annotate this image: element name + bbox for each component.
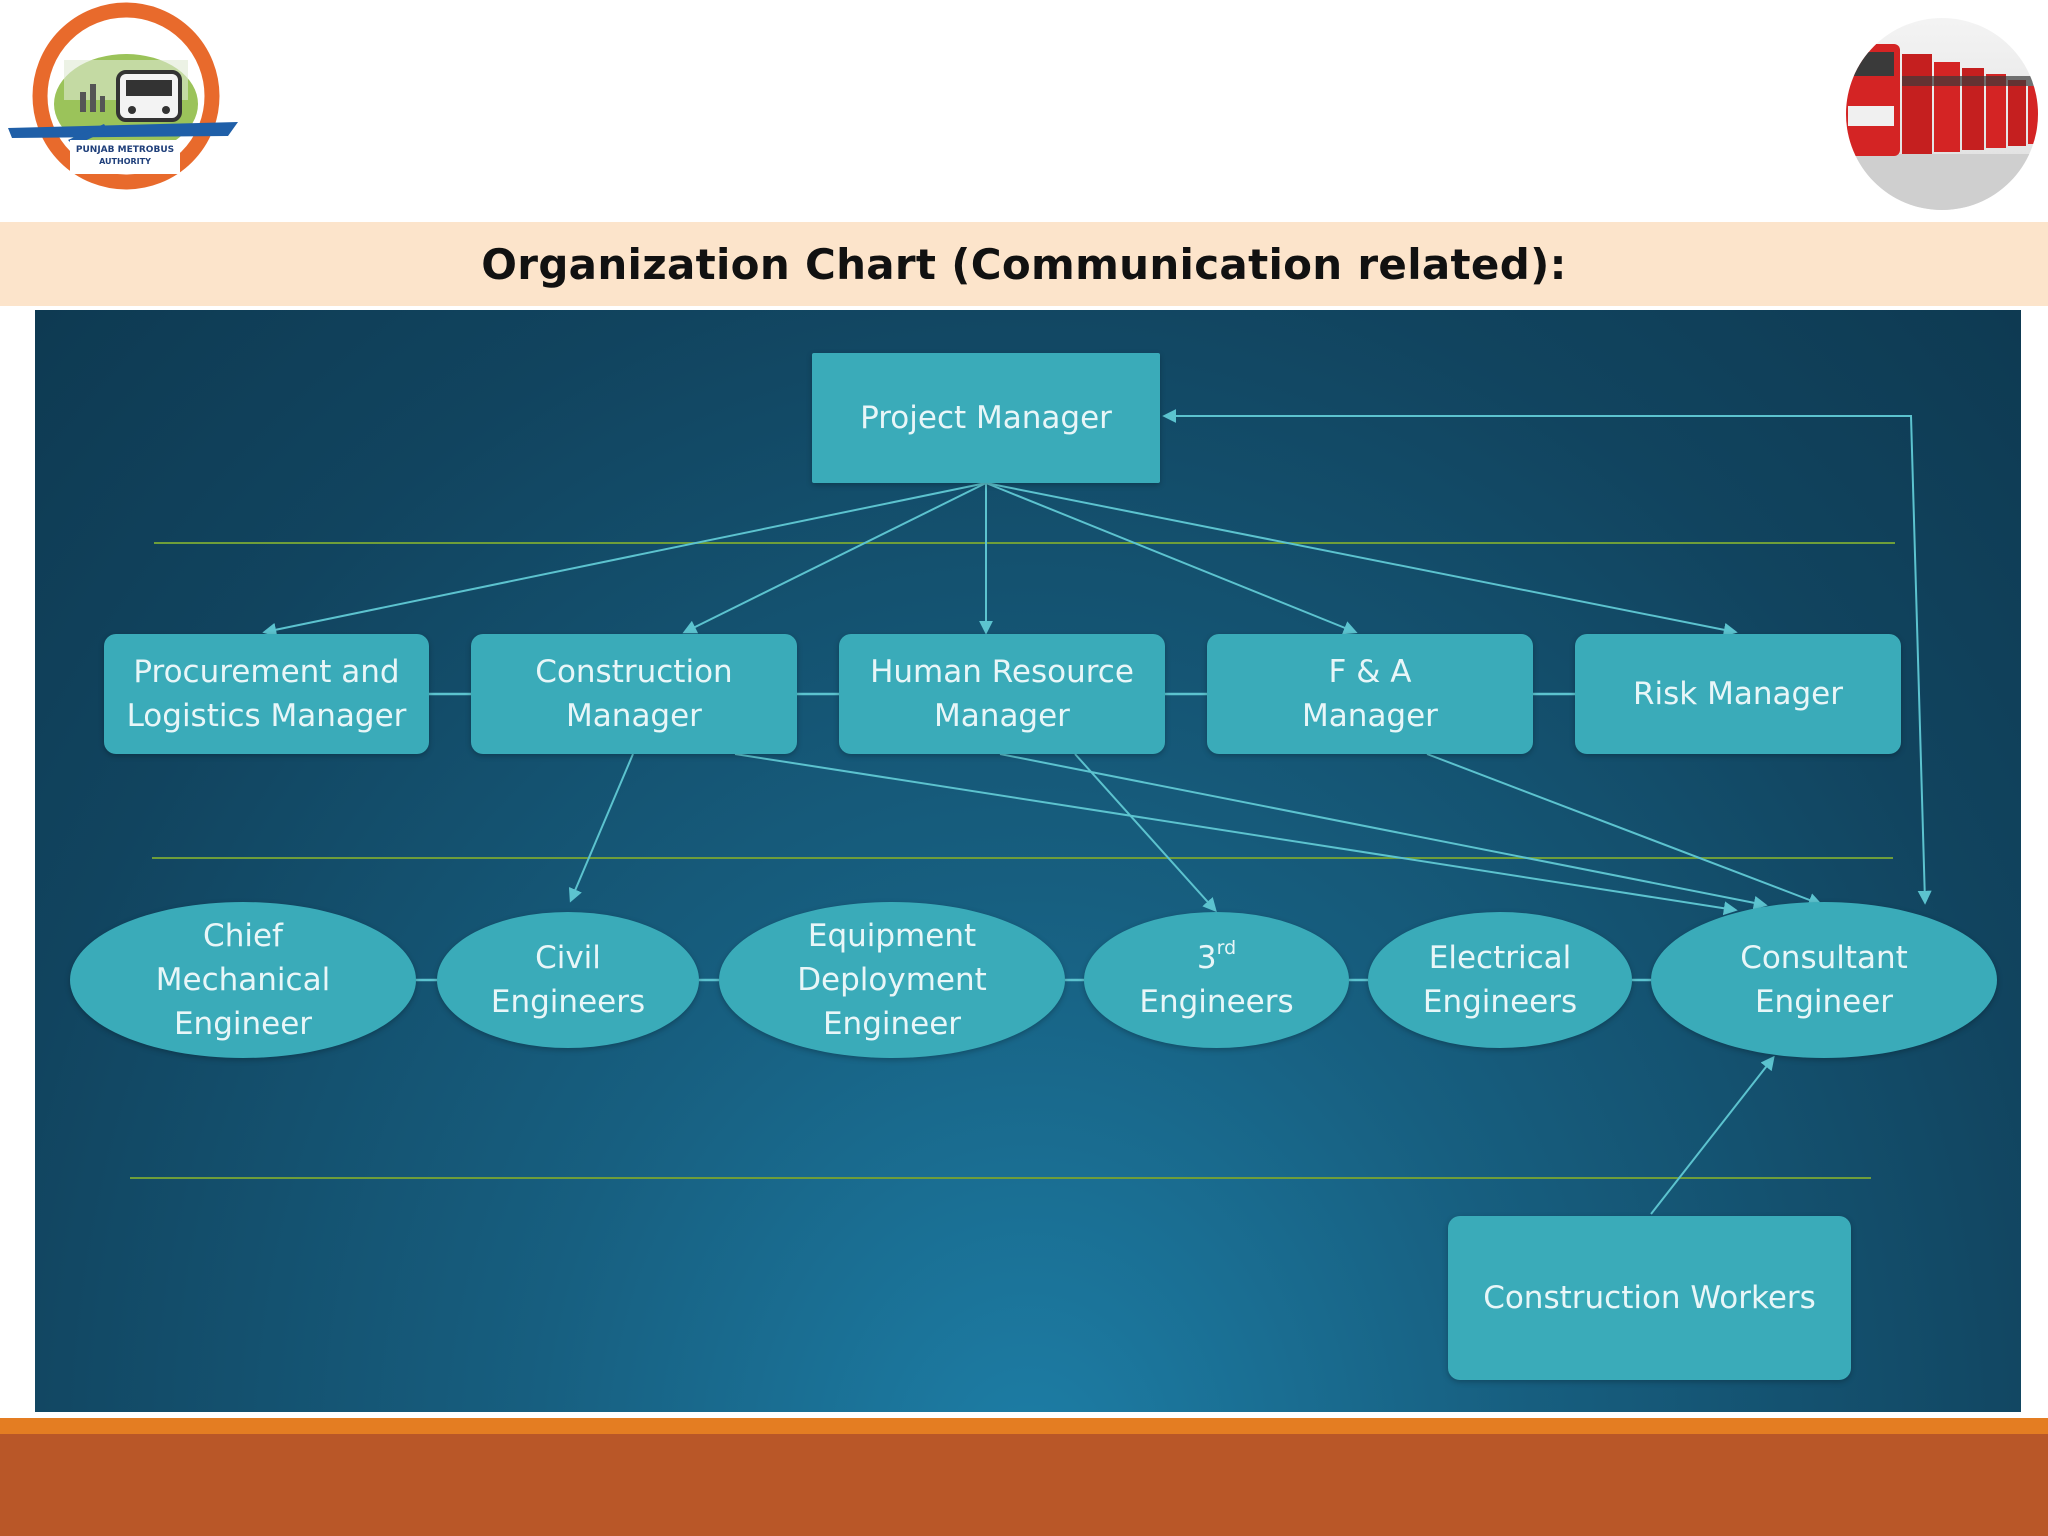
node-electrical-engineers: Electrical Engineers: [1368, 912, 1632, 1048]
edge-construction-consultant: [734, 753, 1738, 916]
node-label-line2: Manager: [566, 698, 702, 734]
node-label-line2: Logistics Manager: [126, 698, 407, 734]
node-label-line2: Engineer: [1754, 984, 1894, 1020]
node-label-line1: Chief: [203, 918, 283, 954]
title-band: Organization Chart (Communication relate…: [0, 222, 2048, 306]
edge-pm-fa: [985, 482, 1358, 635]
node-label-line3: Engineer: [822, 1006, 962, 1042]
node-label-line1: Consultant: [1740, 940, 1908, 976]
node-label-line1: Civil: [535, 940, 601, 976]
node-label-suffix: rd: [1216, 936, 1237, 959]
node-label-line2: Deployment: [797, 962, 987, 998]
footer-band: [0, 1434, 2048, 1536]
node-label: Project Manager: [860, 400, 1112, 436]
node-risk-manager: Risk Manager: [1575, 634, 1901, 754]
edge-consultant-pm: [1162, 409, 1932, 905]
node-chief-mechanical-engineer: Chief Mechanical Engineer: [70, 902, 416, 1058]
node-label-line2: Engineers: [1139, 984, 1294, 1020]
node-third-engineers: 3rd Engineers: [1084, 912, 1349, 1048]
node-label-line1: Human Resource: [870, 654, 1134, 690]
node-construction-workers: Construction Workers: [1448, 1216, 1851, 1380]
edge-pm-risk: [985, 482, 1738, 637]
edge-workers-consultant: [1650, 1055, 1775, 1215]
slide-title: Organization Chart (Communication relate…: [481, 239, 1567, 289]
edge-construction-civil: [568, 753, 634, 903]
node-label-line3: Engineer: [173, 1006, 313, 1042]
chart-connectors: [130, 409, 1932, 1215]
node-label-line2: Engineers: [1422, 984, 1578, 1020]
logo-text-line2: AUTHORITY: [99, 157, 151, 166]
organization-chart: Project Manager Procurement and Logistic…: [35, 310, 2021, 1412]
node-label-line1: 3rd: [1197, 936, 1236, 980]
node-human-resource-manager: Human Resource Manager: [839, 634, 1165, 754]
node-consultant-engineer: Consultant Engineer: [1651, 902, 1997, 1058]
node-label-line2: Mechanical: [155, 962, 331, 998]
node-civil-engineers: Civil Engineers: [437, 912, 699, 1048]
slide-header: PUNJAB METROBUS AUTHORITY: [0, 0, 2048, 222]
node-fa-manager: F & A Manager: [1207, 634, 1533, 754]
node-project-manager: Project Manager: [812, 353, 1160, 483]
node-label-line1: Equipment: [807, 918, 977, 954]
logo-text-line1: PUNJAB METROBUS: [76, 145, 174, 155]
punjab-metrobus-authority-logo: PUNJAB METROBUS AUTHORITY: [8, 2, 238, 190]
metro-bus-fleet-photo: [1846, 18, 2038, 210]
edge-pm-procurement: [262, 482, 987, 637]
edge-fa-consultant: [1426, 753, 1823, 907]
node-label-line1: F & A: [1328, 654, 1412, 690]
node-label-line1: Electrical: [1428, 940, 1572, 976]
node-construction-manager: Construction Manager: [471, 634, 797, 754]
node-equipment-deployment-engineer: Equipment Deployment Engineer: [719, 902, 1065, 1058]
node-label-line2: Manager: [1302, 698, 1438, 734]
node-label-line1: Procurement and: [133, 654, 400, 690]
node-label-line2: Engineers: [490, 984, 646, 1020]
node-label-number: 3: [1196, 940, 1217, 976]
node-label-line1: Construction: [535, 654, 733, 690]
edge-hr-consultant: [999, 753, 1768, 910]
node-label: Risk Manager: [1633, 676, 1843, 712]
node-procurement-logistics-manager: Procurement and Logistics Manager: [104, 634, 429, 754]
edge-hr-third: [1074, 753, 1217, 913]
node-label: Construction Workers: [1483, 1280, 1816, 1316]
footer-accent-line: [0, 1418, 2048, 1434]
node-label-line2: Manager: [934, 698, 1070, 734]
edge-pm-construction: [682, 482, 987, 634]
